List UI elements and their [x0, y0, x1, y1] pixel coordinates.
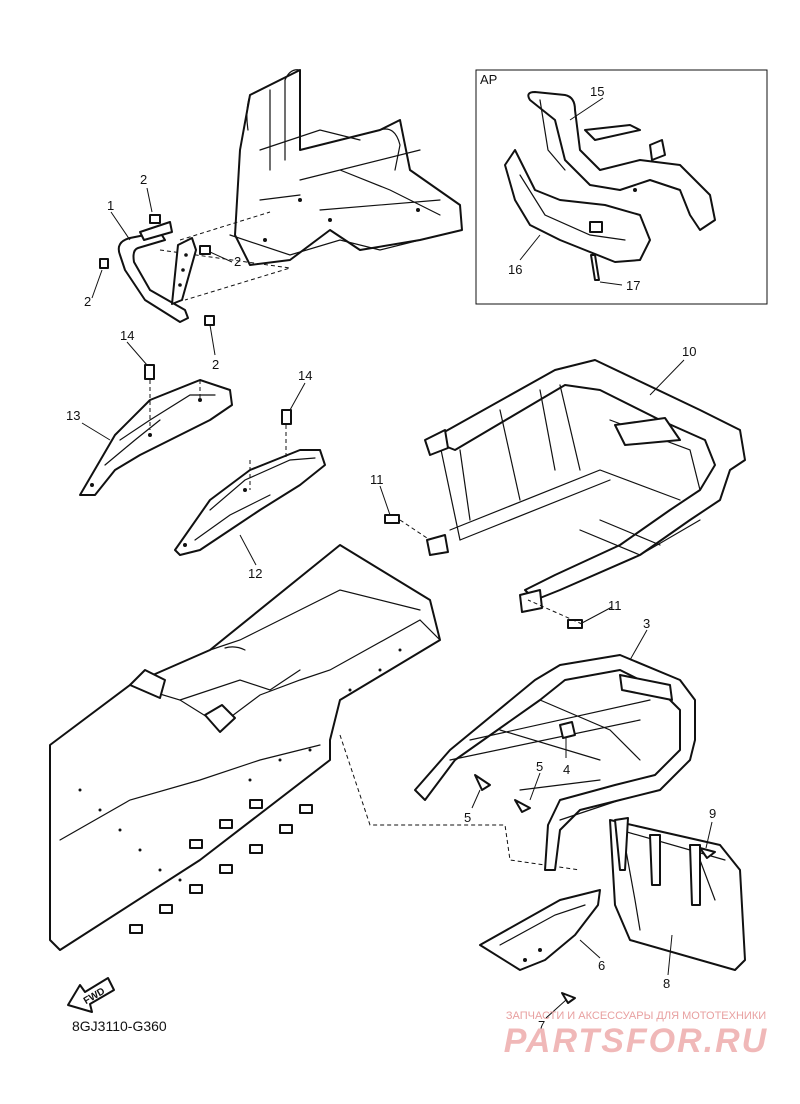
callout-7: 7: [538, 1018, 545, 1033]
rivet-5a: [474, 774, 491, 791]
rack-guide-lines: [399, 519, 583, 625]
bolt-4: [559, 721, 576, 739]
rear-bumper-3: [414, 654, 696, 871]
bolt-2c: [99, 258, 109, 269]
rear-rack-10: [424, 359, 746, 613]
inset-box: [475, 69, 768, 305]
callout-8: 8: [663, 976, 670, 991]
right-side-guard-12: [174, 449, 326, 556]
side-panel-6: [479, 889, 601, 971]
bolt-11a: [384, 514, 400, 524]
callout-14: 14: [120, 328, 134, 343]
callout-11: 11: [608, 598, 622, 613]
callout-4: 4: [563, 762, 570, 777]
inset-bolt-17: [590, 254, 600, 281]
callout-2: 2: [140, 172, 147, 187]
frame-guide-line: [159, 211, 291, 301]
bolt-2b: [199, 245, 211, 255]
bolt-14b: [281, 409, 292, 425]
front-grab-bar: [117, 221, 197, 323]
callout-labels: 1 2 2 2 2 15 16 17 10 14 14 13 11 11 12 …: [66, 84, 716, 1033]
callout-5: 5: [536, 759, 543, 774]
inset-label: AP: [480, 72, 497, 87]
inset-grab-bar: [527, 91, 716, 231]
front-frame: [229, 69, 463, 266]
callout-2: 2: [84, 294, 91, 309]
callout-16: 16: [508, 262, 522, 277]
inset-skid-plate: [504, 149, 651, 263]
watermark-subtitle: ЗАПЧАСТИ И АКСЕССУАРЫ ДЛЯ МОТОТЕХНИКИ: [505, 1010, 767, 1022]
callout-13: 13: [66, 408, 80, 423]
guard-guide-lines: [149, 380, 287, 490]
diagram-code: 8GJ3110-G360: [72, 1018, 167, 1034]
bolt-2d: [204, 315, 215, 326]
tunnel-guide-line: [339, 734, 581, 871]
leader-lines: [81, 97, 713, 1019]
callout-2: 2: [234, 254, 241, 269]
tunnel-chassis: [49, 544, 441, 951]
callout-10: 10: [682, 344, 696, 359]
snow-flap-8: [609, 817, 746, 971]
rivet-9: [699, 847, 716, 859]
svg-text:FWD: FWD: [82, 986, 107, 1007]
callout-2: 2: [212, 357, 219, 372]
bolt-14a: [144, 364, 155, 380]
callout-17: 17: [626, 278, 640, 293]
callout-15: 15: [590, 84, 604, 99]
callout-12: 12: [248, 566, 262, 581]
callout-3: 3: [643, 616, 650, 631]
callout-1: 1: [107, 198, 114, 213]
callout-5: 5: [464, 810, 471, 825]
left-side-guard-13: [79, 379, 233, 496]
watermark-brand: PARTSFOR.RU: [503, 1022, 769, 1060]
callout-11: 11: [370, 472, 384, 487]
rivet-5b: [514, 799, 531, 813]
bolt-2a: [149, 214, 161, 224]
callout-6: 6: [598, 958, 605, 973]
rivet-7: [561, 992, 576, 1004]
fwd-arrow-icon: FWD: [67, 977, 115, 1013]
callout-9: 9: [709, 806, 716, 821]
callout-14: 14: [298, 368, 312, 383]
